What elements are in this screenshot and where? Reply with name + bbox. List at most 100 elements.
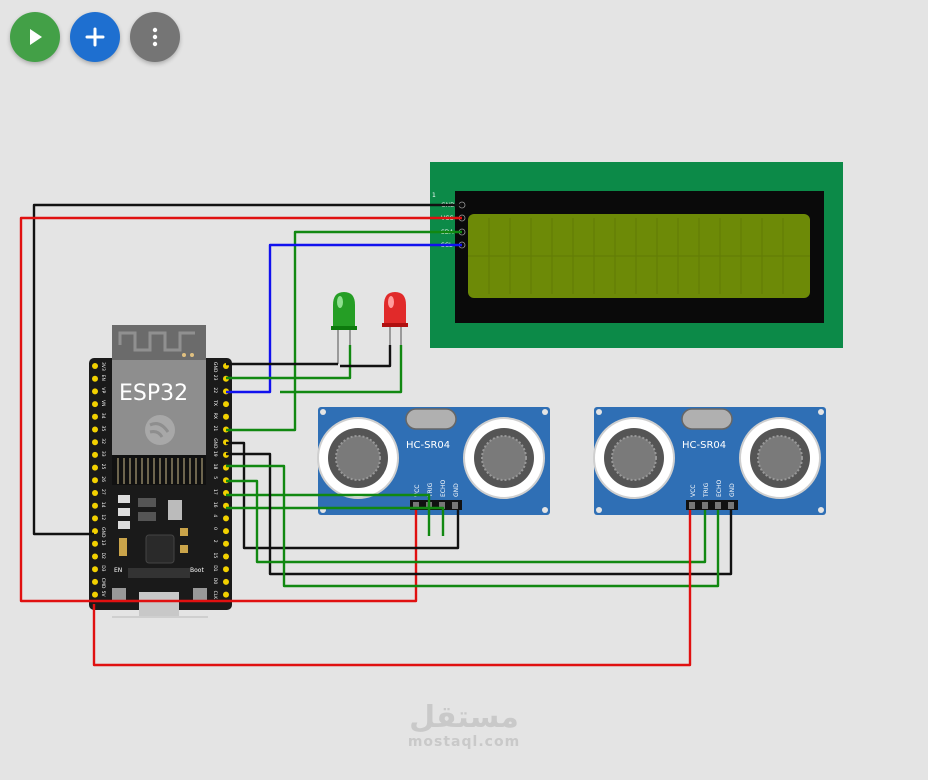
wire-s1-gnd[interactable]: [226, 441, 460, 550]
esp32-pin-right[interactable]: [223, 515, 229, 522]
esp32-pin-left[interactable]: [92, 540, 98, 547]
esp32-pin-label: D1: [212, 565, 218, 571]
wire-s2-trig[interactable]: [226, 464, 720, 588]
wire-s1-trig[interactable]: [226, 493, 431, 536]
esp32-pin-label: RX: [212, 413, 218, 419]
esp32-pin-label: 15: [212, 553, 218, 559]
ultrasonic-sensor-1[interactable]: HC-SR04 VCC TRIG ECHO GND: [317, 407, 550, 515]
wire-s2-echo[interactable]: [226, 479, 707, 564]
esp32-pin-label: 21: [212, 426, 218, 432]
sensor-pin-label: TRIG: [427, 482, 434, 498]
esp32-pin-left[interactable]: [92, 375, 98, 382]
sensor-label: HC-SR04: [682, 440, 726, 451]
sensor-label: HC-SR04: [406, 440, 450, 451]
watermark: مستقل mostaql.com: [404, 700, 524, 751]
sensor-pin-label: GND: [729, 483, 736, 497]
run-simulation-button[interactable]: [10, 12, 60, 62]
esp32-pin-label: 5: [212, 476, 218, 479]
watermark-latin: mostaql.com: [407, 734, 521, 750]
esp32-pin-left[interactable]: [92, 401, 98, 408]
esp32-pin-left[interactable]: [92, 515, 98, 522]
esp32-pin-label: 33: [100, 451, 106, 457]
esp32-pin-left[interactable]: [92, 413, 98, 420]
esp32-pin-label: 17: [212, 489, 218, 495]
esp32-pin-right[interactable]: [223, 566, 229, 573]
esp32-pin-label: GND: [100, 527, 106, 538]
lcd-pin-index: 1: [432, 192, 436, 199]
esp32-pin-label: CMD: [100, 578, 106, 589]
esp32-pin-label: 23: [212, 375, 218, 381]
sensor-pin-label: TRIG: [703, 482, 710, 498]
esp32-pin-headers[interactable]: 3V3ENVPVN343532332526271412GND13D2D3CMD5…: [92, 362, 229, 600]
esp32-pin-label: 32: [100, 438, 106, 444]
espressif-logo-icon: [145, 415, 175, 445]
usb-uart-chip: [145, 534, 175, 564]
crystal-oscillator: [681, 408, 733, 430]
wire-s1-echo[interactable]: [226, 506, 445, 536]
esp32-pin-label: 4: [212, 514, 218, 517]
wire-s2-gnd[interactable]: [226, 452, 733, 576]
lcd-char-grid: [468, 218, 810, 294]
esp32-pin-right[interactable]: [223, 401, 229, 408]
esp32-pin-label: D0: [212, 578, 218, 584]
kebab-menu-icon: [152, 27, 158, 47]
wires[interactable]: [19, 203, 733, 667]
esp32-title: ESP32: [119, 381, 188, 406]
esp32-pin-left[interactable]: [92, 490, 98, 496]
lcd-display[interactable]: 1 GND VCC SDA SCL: [430, 162, 843, 348]
esp32-pin-right[interactable]: [223, 540, 229, 547]
esp32-pin-left[interactable]: [92, 426, 98, 433]
wire-scl[interactable]: [226, 243, 462, 394]
esp32-pin-label: EN: [100, 375, 106, 381]
wire-s2-vcc[interactable]: [92, 510, 692, 667]
esp32-pin-label: 12: [100, 514, 106, 520]
wire-gnd-lcd[interactable]: [32, 203, 462, 536]
play-icon: [30, 29, 42, 45]
esp32-pin-left[interactable]: [92, 566, 98, 573]
esp32-pin-label: 26: [100, 476, 106, 482]
esp32-pin-label: CLK: [212, 591, 218, 601]
watermark-arabic: مستقل: [409, 700, 519, 735]
more-options-button[interactable]: [130, 12, 180, 62]
boot-button[interactable]: [193, 588, 207, 602]
esp32-pin-right[interactable]: [223, 591, 229, 598]
esp32-pin-label: 16: [212, 502, 218, 508]
esp32-pin-right[interactable]: [223, 553, 229, 560]
esp32-pin-label: 5V: [100, 591, 106, 598]
wire-sda[interactable]: [226, 230, 462, 432]
ultrasonic-sensor-2[interactable]: HC-SR04 VCC TRIG ECHO GND: [593, 407, 826, 515]
esp32-pin-left[interactable]: [92, 388, 98, 395]
esp32-pin-left[interactable]: [92, 553, 98, 560]
led-green[interactable]: [331, 292, 357, 364]
esp32-pin-label: TX: [212, 399, 218, 406]
esp32-pin-left[interactable]: [92, 477, 98, 484]
sensor-pin-label: VCC: [414, 485, 421, 497]
led-red[interactable]: [382, 292, 408, 345]
esp32-pin-left[interactable]: [92, 464, 98, 471]
wire-led-red-signal[interactable]: [280, 345, 403, 394]
en-label: EN: [114, 567, 122, 574]
boot-label: Boot: [190, 567, 204, 574]
esp32-pin-label: 18: [212, 464, 218, 470]
esp32-pin-left[interactable]: [92, 502, 98, 509]
esp32-pin-left[interactable]: [92, 363, 98, 369]
esp32-pin-right[interactable]: [223, 528, 229, 535]
wire-led-red-gnd[interactable]: [340, 345, 392, 368]
en-button[interactable]: [112, 588, 126, 602]
esp32-pin-right[interactable]: [223, 578, 229, 585]
esp32-pin-left[interactable]: [92, 591, 98, 598]
esp32-pin-left[interactable]: [92, 439, 98, 446]
esp32-pin-label: D3: [100, 565, 106, 571]
esp32-pin-label: 0: [212, 527, 218, 530]
sensor-pin-label: GND: [453, 483, 460, 497]
add-part-button[interactable]: [70, 12, 120, 62]
wire-vcc-lcd[interactable]: [19, 216, 462, 603]
wire-led-green-signal[interactable]: [226, 345, 352, 380]
esp32-pin-left[interactable]: [92, 451, 98, 458]
esp32-pin-left[interactable]: [92, 528, 98, 535]
esp32-board[interactable]: ESP32 EN Boot 3V3ENVPVN34353233252627141…: [89, 325, 232, 618]
esp32-pin-right[interactable]: [223, 413, 229, 420]
esp32-pin-left[interactable]: [92, 578, 98, 585]
esp32-pin-label: VP: [100, 387, 106, 393]
